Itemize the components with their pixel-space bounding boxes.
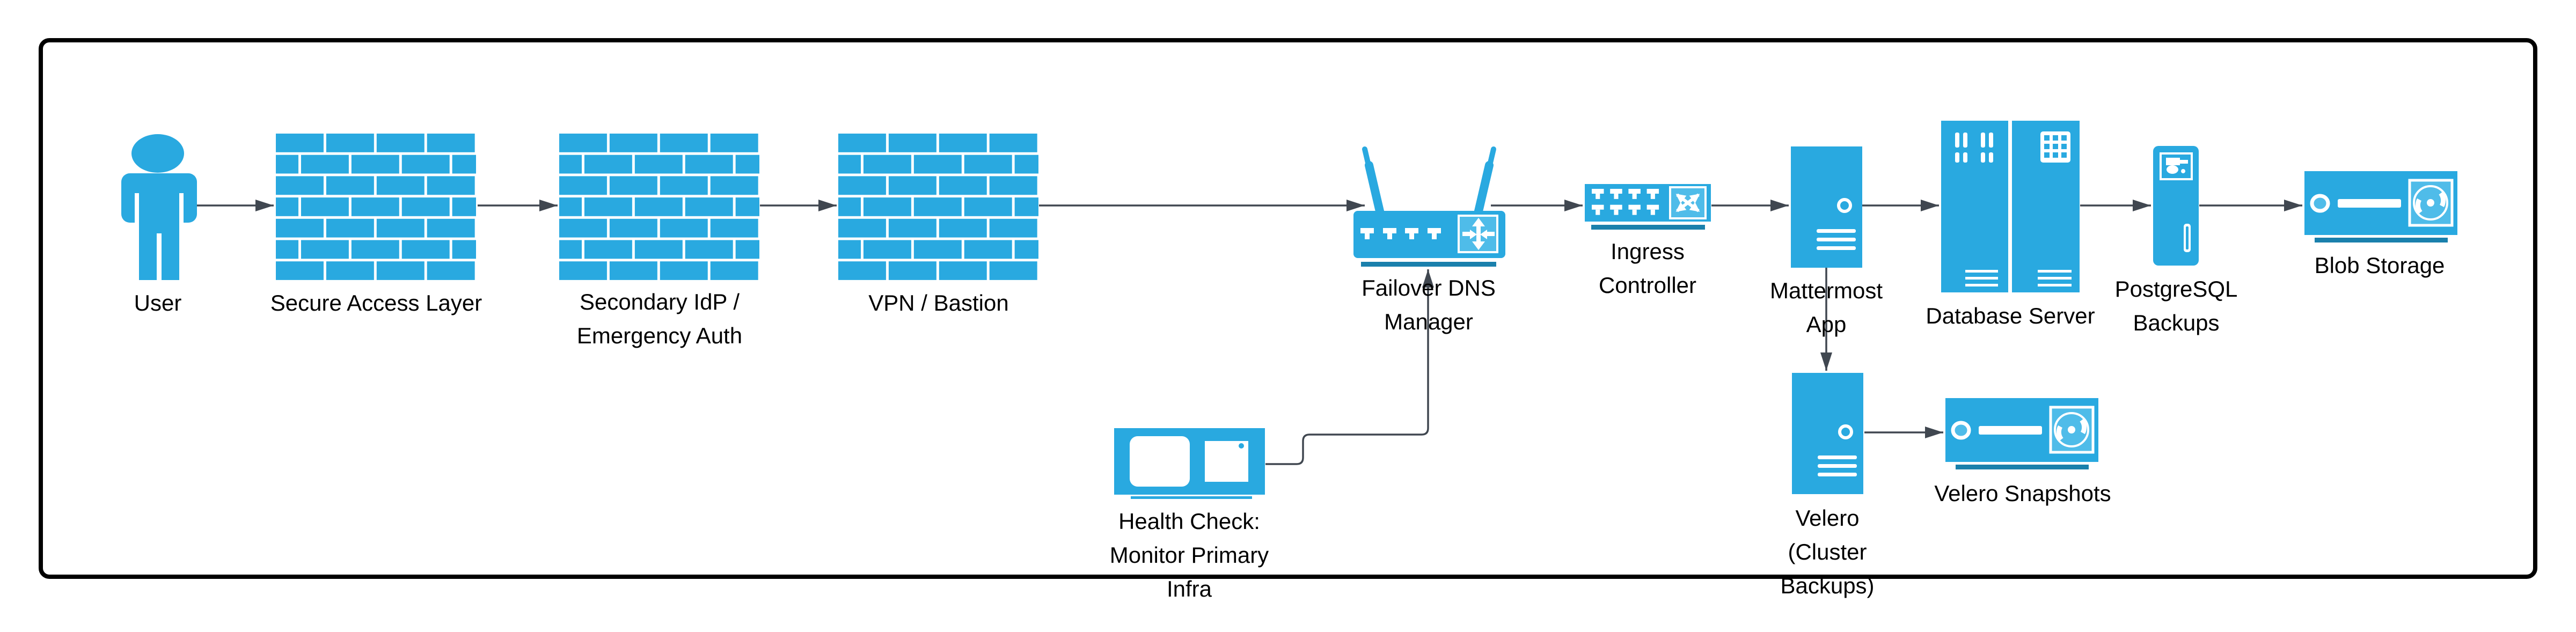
switch-x-icon	[1675, 193, 1700, 212]
label-line: Monitor Primary	[1109, 542, 1269, 568]
diagram-border	[39, 38, 2537, 579]
connector-arrows	[197, 200, 2302, 465]
label-velero-cluster-backups: Velero (Cluster Backups)	[1780, 501, 1874, 602]
backup-server-icon	[2153, 146, 2199, 266]
label-line: Mattermost	[1769, 278, 1883, 303]
label-line: Velero Snapshots	[1934, 481, 2111, 506]
label-postgresql-backups: PostgreSQL Backups	[2115, 272, 2238, 340]
rack-servers-icon	[1941, 121, 2080, 292]
label-line: Secure Access Layer	[270, 290, 482, 315]
label-line: App	[1806, 312, 1847, 337]
label-velero-snapshots: Velero Snapshots	[1934, 476, 2111, 510]
label-mattermost-app: Mattermost App	[1770, 274, 1883, 341]
wireless-router-icon	[1353, 146, 1505, 267]
label-line: Emergency Auth	[576, 323, 743, 348]
label-line: Velero	[1795, 505, 1860, 531]
label-failover-dns-manager: Failover DNS Manager	[1362, 271, 1496, 339]
label-line: Manager	[1384, 309, 1473, 334]
label-line: Database Server	[1926, 303, 2095, 328]
label-line: Blob Storage	[2314, 253, 2445, 278]
person-icon	[121, 134, 197, 280]
arrow-health-check-to-failover-dns	[1265, 269, 1434, 465]
storage-unit-icon	[2304, 171, 2457, 242]
label-ingress-controller: Ingress Controller	[1599, 234, 1696, 302]
label-line: Infra	[1166, 576, 1212, 601]
switch-icon	[1585, 184, 1711, 230]
label-line: Backups)	[1780, 573, 1875, 598]
label-line: Health Check:	[1118, 509, 1260, 534]
label-blob-storage: Blob Storage	[2315, 248, 2445, 282]
label-line: Ingress	[1611, 239, 1685, 264]
label-line: Secondary IdP /	[579, 289, 740, 314]
storage-unit-icon	[1945, 398, 2098, 469]
label-database-server: Database Server	[1926, 299, 2095, 333]
label-line: VPN / Bastion	[868, 290, 1009, 315]
firewall-icon	[559, 134, 759, 280]
label-line: Controller	[1598, 273, 1697, 298]
label-vpn-bastion: VPN / Bastion	[868, 286, 1008, 320]
label-line: Failover DNS	[1362, 275, 1496, 300]
server-tower-icon	[1792, 373, 1863, 494]
firewall-icon	[276, 134, 476, 280]
label-health-check: Health Check: Monitor Primary Infra	[1110, 504, 1269, 606]
label-secure-access-layer: Secure Access Layer	[270, 286, 482, 320]
label-line: Backups	[2133, 310, 2220, 335]
router-cross-arrows-icon	[1462, 218, 1495, 250]
label-user: User	[134, 286, 182, 320]
firewall-icon	[838, 134, 1038, 280]
label-line: (Cluster	[1788, 539, 1867, 564]
label-line: User	[134, 290, 182, 315]
label-secondary-idp: Secondary IdP / Emergency Auth	[577, 285, 742, 352]
label-line: PostgreSQL	[2114, 276, 2238, 302]
server-tower-icon	[1791, 146, 1862, 268]
monitors-icon	[1114, 428, 1265, 499]
